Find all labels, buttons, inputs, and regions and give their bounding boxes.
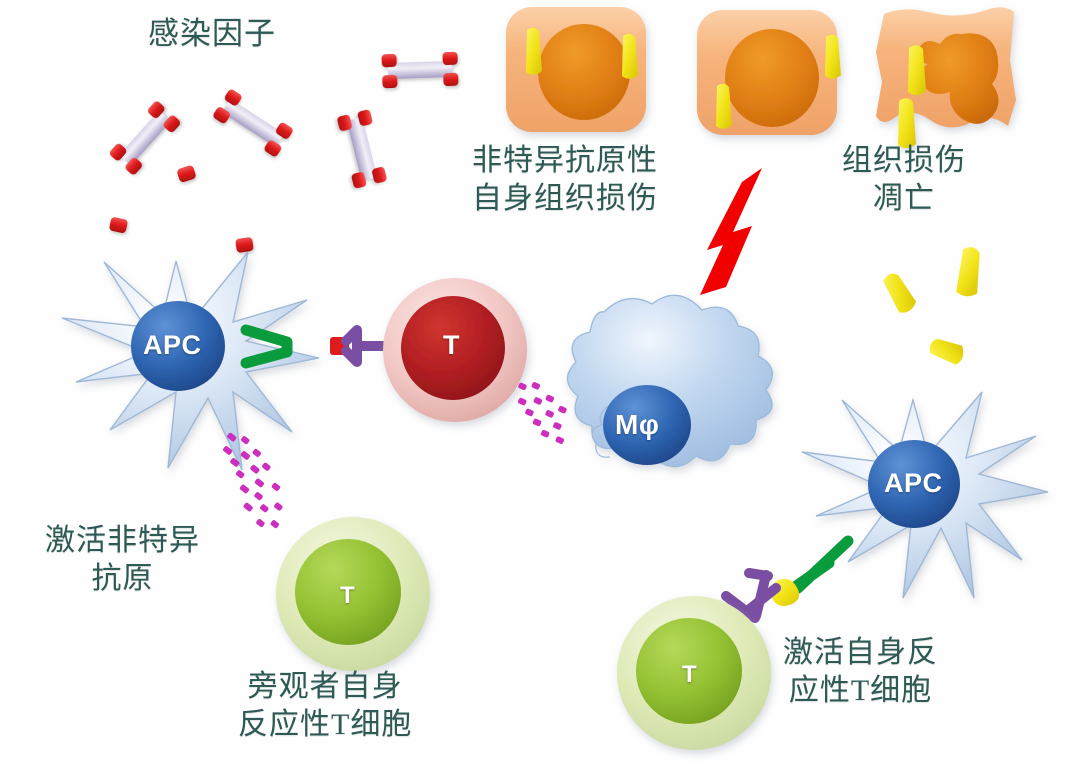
infectious-agent-rod [381,51,459,89]
mhc-molecule [240,324,293,369]
released-self-antigen-group [883,247,980,365]
lightning-bolt-icon [700,168,762,295]
self-antigen-marker [825,34,841,79]
label-infectious-agent: 感染因子 [148,16,276,51]
infectious-agent-free-cap [235,237,254,253]
mhc-tcr-synapse-left [240,324,397,369]
macrophage-cell [566,294,774,468]
t-cell-red [383,278,527,422]
intact-tissue-cell-2 [697,10,841,135]
apc-cell-right [801,391,1049,599]
tcr-molecule [341,325,397,367]
cytokine-cluster-left [223,432,283,529]
released-self-antigen [883,273,917,313]
infectious-agent-rod [109,101,181,175]
apc-cell-left [61,251,320,471]
infectious-agent-free-cap [177,165,196,183]
label-activate-self-reactive-t-cell: 激活自身反 应性T细胞 [783,636,938,708]
infectious-agent-free-cap [109,217,128,233]
tcr-molecule [721,568,781,623]
infectious-agent-group [109,51,459,253]
label-tissue-damage-apoptosis: 组织损伤 凋亡 [842,144,966,216]
label-nonspecific-self-tissue-damage: 非特异抗原性 自身组织损伤 [472,144,658,216]
t-cell-green-self-reactive [617,596,771,750]
damaged-tissue-cell [876,7,1016,149]
intact-tissue-cell-1 [506,7,646,132]
infectious-agent-rod [337,109,387,189]
self-antigen-marker [908,45,926,96]
cytokine-cluster-center [517,382,567,444]
self-antigen-marker [898,98,916,149]
infectious-agent-rod [213,89,293,157]
mhc-tcr-synapse-right [721,535,854,623]
label-activate-nonspecific-antigen: 激活非特异 抗原 [45,524,200,596]
label-bystander-self-reactive-t-cell: 旁观者自身 反应性T细胞 [238,670,413,742]
released-self-antigen [956,247,980,297]
t-cell-green-bystander [276,517,430,671]
self-antigen-marker [716,83,732,129]
released-self-antigen [929,338,964,365]
self-antigen-marker [526,27,542,75]
self-antigen-marker [622,33,638,79]
